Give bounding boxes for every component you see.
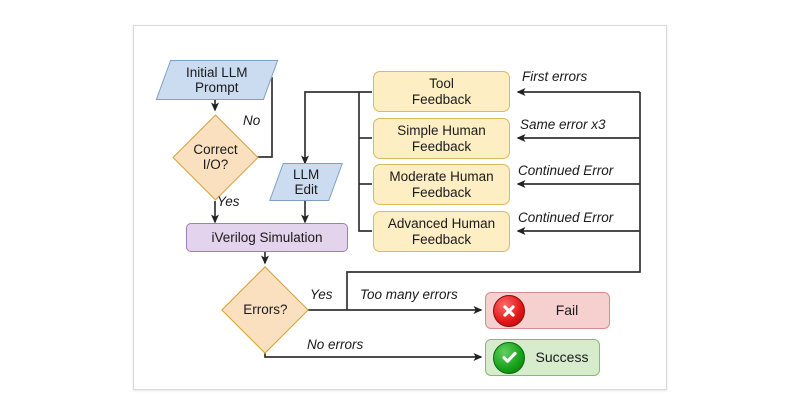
node-iverilog-simulation-label: iVerilog Simulation	[211, 229, 323, 245]
edge-label-too-many-errors: Too many errors	[360, 287, 458, 302]
node-simple-human-feedback-label: Simple Human Feedback	[397, 123, 486, 154]
edge-label-continued-error-2: Continued Error	[518, 210, 614, 225]
edge-label-first-errors: First errors	[522, 69, 588, 84]
edge-label-no-errors: No errors	[307, 337, 364, 352]
node-fail-label: Fail	[555, 301, 579, 318]
edge-label-no: No	[243, 113, 261, 128]
node-fail-result[interactable]: Fail	[485, 292, 610, 329]
edge-label-yes-correct-io: Yes	[217, 194, 240, 209]
edge-label-same-error-x3: Same error x3	[520, 117, 606, 132]
node-moderate-human-feedback[interactable]: Moderate Human Feedback	[373, 164, 510, 205]
edge-errors-yes-up	[346, 92, 641, 310]
node-initial-llm-prompt-label: Initial LLM Prompt	[186, 64, 248, 95]
node-advanced-human-feedback-label: Advanced Human Feedback	[387, 216, 496, 247]
edge-feedback-collector	[358, 91, 372, 232]
node-success-result[interactable]: Success	[485, 339, 600, 376]
node-simple-human-feedback[interactable]: Simple Human Feedback	[373, 118, 510, 159]
node-tool-feedback-label: Tool Feedback	[411, 76, 472, 107]
edge-label-yes-errors: Yes	[310, 287, 333, 302]
node-iverilog-simulation[interactable]: iVerilog Simulation	[186, 223, 348, 252]
node-llm-edit-label: LLM Edit	[292, 166, 320, 197]
node-success-label: Success	[535, 348, 589, 365]
node-errors-label: Errors?	[242, 302, 288, 318]
edge-feedback-to-llmedit	[301, 91, 359, 165]
node-moderate-human-feedback-label: Moderate Human Feedback	[389, 169, 494, 200]
node-tool-feedback[interactable]: Tool Feedback	[373, 71, 510, 112]
node-advanced-human-feedback[interactable]: Advanced Human Feedback	[373, 211, 510, 252]
edge-label-continued-error-1: Continued Error	[518, 163, 614, 178]
check-circle-icon	[493, 341, 525, 374]
node-correct-io-label: Correct I/O?	[193, 142, 238, 173]
error-x-icon	[493, 294, 525, 327]
node-initial-llm-prompt[interactable]: Initial LLM Prompt	[155, 60, 279, 100]
edge-errors-no-to-success	[264, 353, 483, 361]
